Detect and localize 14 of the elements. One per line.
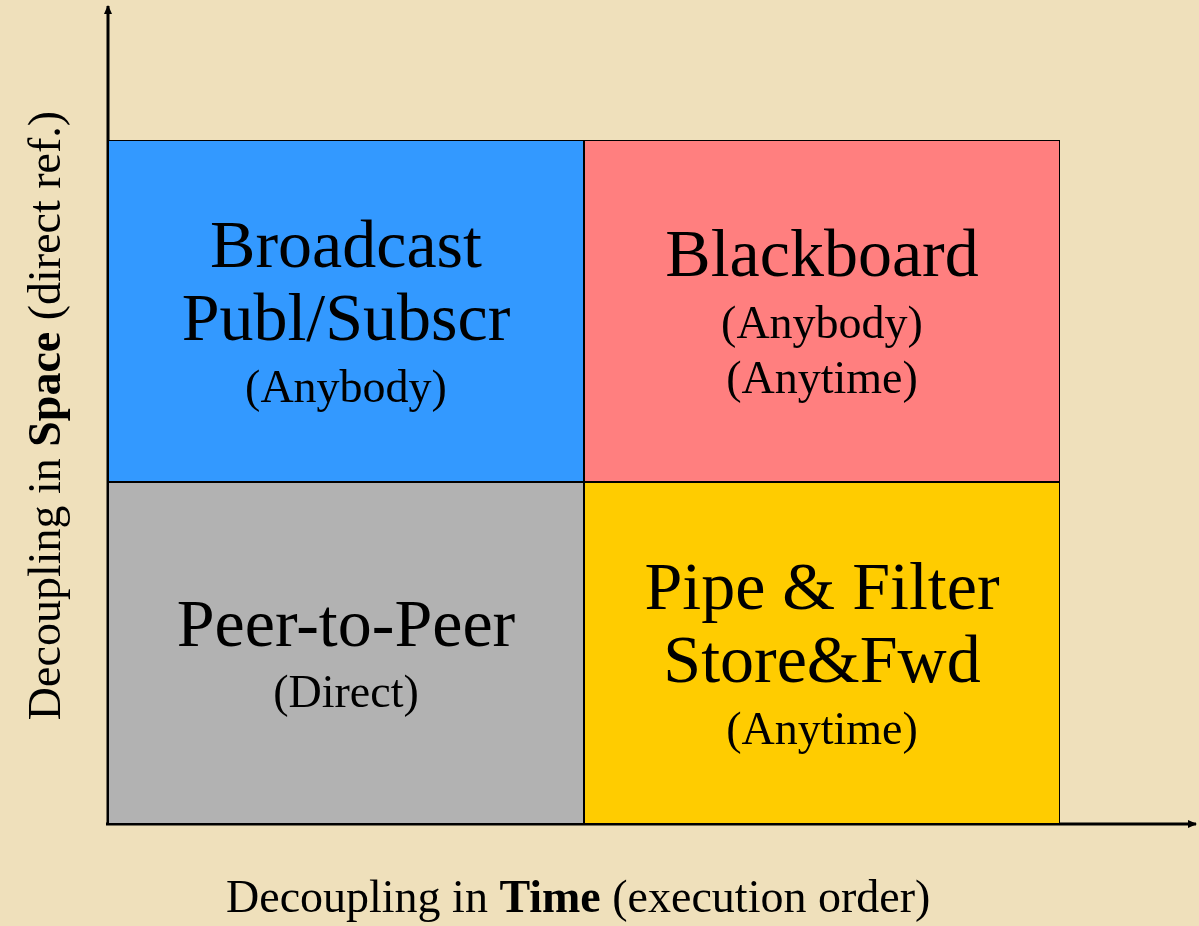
quadrant-box xyxy=(584,140,1060,482)
quadrant-box xyxy=(584,482,1060,824)
quadrant-title: Blackboard xyxy=(665,217,979,291)
quadrant-note: (Anytime) xyxy=(726,701,918,756)
horizontal-axis-label: Decoupling in Time (execution order) xyxy=(226,869,931,923)
vertical-axis-label: Decoupling in Space (direct ref.) xyxy=(17,110,71,720)
quadrant-box xyxy=(108,140,584,482)
quadrant-box xyxy=(108,482,584,824)
quadrant-title: Broadcast Publ/Subscr xyxy=(180,207,512,355)
quadrant-note: (Anybody) xyxy=(245,359,447,414)
quadrant-title: Peer-to-Peer xyxy=(176,586,516,661)
quadrant-note: (Anybody) (Anytime) xyxy=(720,295,924,405)
quadrant-note: (Direct) xyxy=(273,665,419,720)
quadrant-title: Pipe & Filter Store&Fwd xyxy=(643,549,1001,697)
